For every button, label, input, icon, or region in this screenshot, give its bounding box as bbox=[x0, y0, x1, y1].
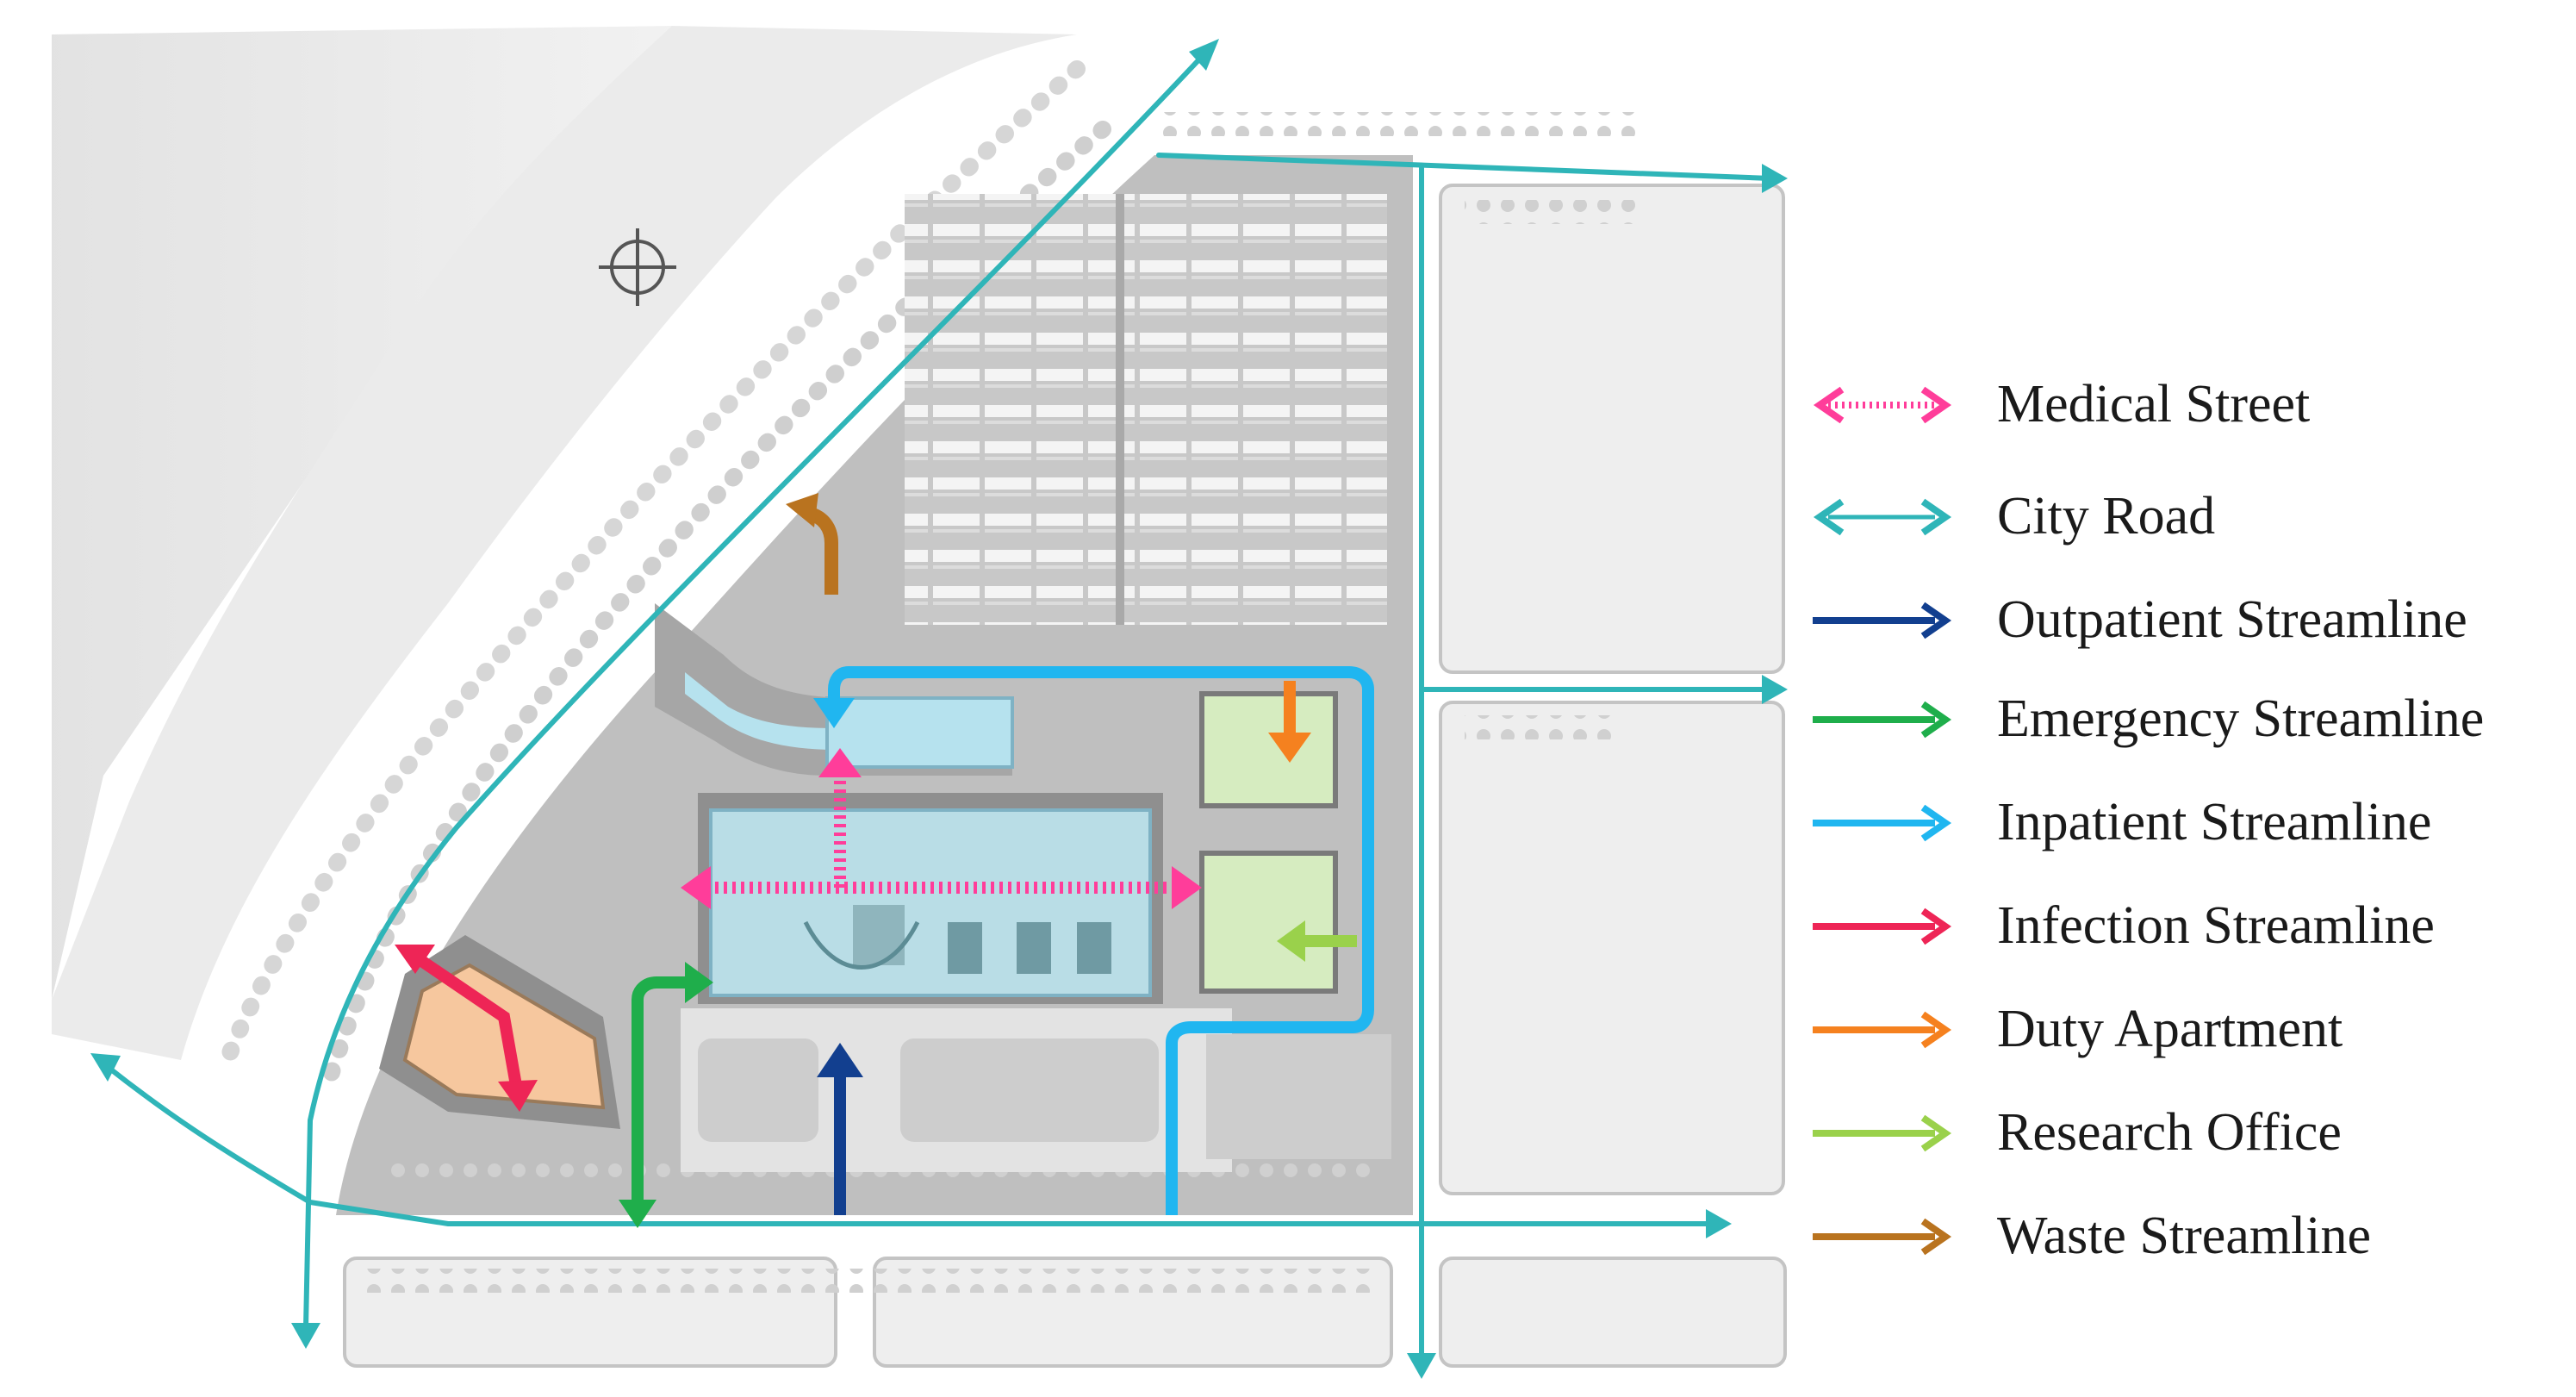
arrowhead-icon bbox=[818, 748, 862, 777]
arrowhead-icon bbox=[619, 1200, 656, 1228]
tree-arc-outer bbox=[215, 60, 1086, 1077]
arrowhead-icon bbox=[291, 1323, 320, 1349]
arrowhead-icon bbox=[786, 493, 818, 527]
parking-divider bbox=[1116, 194, 1124, 625]
legend-label: Outpatient Streamline bbox=[1997, 590, 2467, 649]
waste-flow bbox=[786, 493, 838, 595]
legend-arrow-icon bbox=[1813, 1218, 1952, 1256]
east-block-bottom bbox=[1439, 701, 1785, 1195]
city-road-network bbox=[96, 45, 1773, 1369]
legend-item: Waste Streamline bbox=[1809, 1194, 2567, 1280]
city-road-arrowheads bbox=[90, 39, 1788, 1379]
legend-arrow-icon bbox=[1813, 498, 1952, 536]
legend-item: Medical Street bbox=[1809, 362, 2567, 448]
legend-item: Emergency Streamline bbox=[1809, 677, 2567, 763]
arrowhead-icon bbox=[1706, 1209, 1732, 1238]
research-office-flow bbox=[1277, 920, 1357, 962]
outpatient-flow bbox=[817, 1043, 863, 1215]
outpatient-court-3 bbox=[1077, 922, 1111, 974]
duty-apartment-flow bbox=[1268, 681, 1311, 763]
outpatient-curve bbox=[803, 920, 920, 970]
east-plaza bbox=[1206, 1034, 1391, 1159]
arrowhead-icon bbox=[1268, 733, 1311, 763]
south-block-right bbox=[1439, 1257, 1787, 1368]
arrowhead-icon bbox=[498, 1080, 538, 1112]
outpatient-court-2 bbox=[1017, 922, 1051, 974]
east-block-top bbox=[1439, 184, 1785, 674]
legend-arrow-icon bbox=[1813, 701, 1952, 739]
legend-label: Waste Streamline bbox=[1997, 1207, 2372, 1265]
legend-arrow-icon bbox=[1813, 804, 1952, 842]
tree-row-east bbox=[1465, 200, 1637, 224]
plaza-garden-left bbox=[698, 1038, 818, 1142]
river bbox=[52, 26, 672, 1000]
legend-item: City Road bbox=[1809, 474, 2567, 560]
legend-label: Infection Streamline bbox=[1997, 896, 2435, 955]
arrowhead-icon bbox=[681, 866, 711, 909]
tree-row-south bbox=[362, 1269, 1370, 1293]
river-bank bbox=[52, 26, 1077, 1060]
city-road-south bbox=[96, 1057, 1717, 1226]
arrowhead-icon bbox=[395, 945, 435, 974]
arrowhead-icon bbox=[813, 698, 855, 728]
arrowhead-icon bbox=[1189, 39, 1219, 71]
legend-item: Inpatient Streamline bbox=[1809, 780, 2567, 866]
compass-icon bbox=[599, 228, 676, 306]
arrowhead-icon bbox=[1277, 920, 1305, 962]
research-office-building bbox=[1199, 851, 1338, 994]
city-road-north bbox=[1156, 153, 1773, 181]
legend-arrow-icon bbox=[1813, 1114, 1952, 1152]
legend-item: Duty Apartment bbox=[1809, 987, 2567, 1073]
legend-arrow-icon bbox=[1813, 907, 1952, 945]
legend-item: Research Office bbox=[1809, 1090, 2567, 1176]
city-road-west-curve bbox=[303, 45, 1213, 1330]
legend-arrow-icon bbox=[1813, 602, 1952, 639]
legend-label: Inpatient Streamline bbox=[1997, 793, 2432, 851]
arrowhead-icon bbox=[90, 1053, 121, 1082]
infection-flow bbox=[395, 945, 538, 1112]
legend-label: Emergency Streamline bbox=[1997, 689, 2485, 748]
tree-row-east-2 bbox=[1465, 715, 1620, 739]
arrowhead-icon bbox=[1172, 866, 1202, 909]
parking-lot bbox=[905, 194, 1387, 625]
plaza-garden-right bbox=[900, 1038, 1159, 1142]
legend-label: Research Office bbox=[1997, 1103, 2342, 1162]
arrowhead-icon bbox=[1762, 164, 1788, 193]
legend-arrow-icon bbox=[1813, 386, 1952, 424]
legend-item: Infection Streamline bbox=[1809, 883, 2567, 970]
legend-label: Medical Street bbox=[1997, 375, 2311, 433]
inpatient-flow bbox=[813, 666, 1374, 1215]
arrowhead-icon bbox=[817, 1043, 863, 1077]
tree-row-north bbox=[1163, 112, 1637, 136]
outpatient-atrium bbox=[853, 905, 905, 965]
arrowhead-icon bbox=[685, 962, 713, 1003]
arrowhead-icon bbox=[1762, 675, 1788, 704]
legend-label: City Road bbox=[1997, 487, 2216, 546]
legend-label: Duty Apartment bbox=[1997, 1000, 2343, 1058]
arrowhead-icon bbox=[1407, 1353, 1436, 1379]
outpatient-court-1 bbox=[948, 922, 982, 974]
legend-arrow-icon bbox=[1813, 1011, 1952, 1049]
emergency-flow bbox=[619, 962, 713, 1228]
legend-item: Outpatient Streamline bbox=[1809, 577, 2567, 664]
inpatient-building-main bbox=[825, 696, 1014, 769]
medical-street-flow bbox=[681, 748, 1202, 909]
duty-apartment-building bbox=[1199, 691, 1338, 808]
